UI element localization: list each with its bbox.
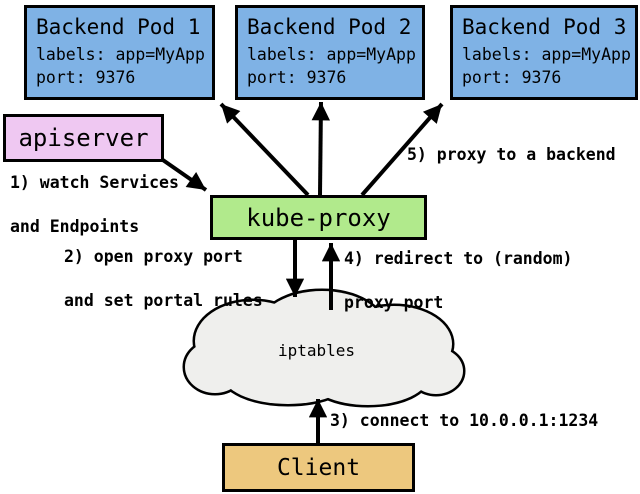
client-box: Client — [222, 443, 415, 492]
kube-proxy-box: kube-proxy — [210, 195, 427, 240]
step-1-line-1: 1) watch Services — [10, 173, 179, 192]
step-1-label: 1) watch Services and Endpoints — [10, 172, 179, 238]
pod-2-port: port: 9376 — [247, 68, 347, 87]
step-4-line-2: proxy port — [344, 293, 444, 312]
pod-1-title: Backend Pod 1 — [36, 15, 201, 39]
step-4-line-1: 4) redirect to (random) — [344, 249, 573, 268]
step-3-line-1: 3) connect to 10.0.0.1:1234 — [330, 411, 599, 430]
backend-pod-3-box: Backend Pod 3 labels: app=MyApp port: 93… — [450, 5, 638, 100]
arrow-apiserver-to-kubeproxy — [158, 156, 208, 192]
arrow-kubeproxy-to-pod2 — [311, 101, 331, 196]
step-2-line-2: and set portal rules — [64, 291, 263, 310]
pod-3-port: port: 9376 — [462, 68, 562, 87]
step-5-line-1: 5) proxy to a backend — [407, 145, 616, 164]
step-2-label: 2) open proxy port and set portal rules — [64, 246, 263, 312]
arrow-kubeproxy-to-pod3 — [360, 102, 444, 197]
client-label: Client — [276, 454, 361, 481]
backend-pod-1-box: Backend Pod 1 labels: app=MyApp port: 93… — [24, 5, 215, 100]
arrow-kubeproxy-to-pod1 — [219, 102, 310, 197]
pod-2-title: Backend Pod 2 — [247, 15, 412, 39]
backend-pod-2-box: Backend Pod 2 labels: app=MyApp port: 93… — [235, 5, 425, 100]
step-5-label: 5) proxy to a backend — [407, 144, 616, 166]
pod-1-labels: labels: app=MyApp — [36, 45, 205, 64]
pod-1-port: port: 9376 — [36, 68, 136, 87]
step-1-line-2: and Endpoints — [10, 217, 140, 236]
pod-2-labels: labels: app=MyApp — [247, 45, 416, 64]
iptables-cloud — [182, 288, 466, 408]
step-4-label: 4) redirect to (random) proxy port — [344, 248, 572, 314]
apiserver-label: apiserver — [18, 124, 149, 152]
iptables-label: iptables — [278, 341, 356, 360]
apiserver-box: apiserver — [3, 114, 164, 162]
step-3-label: 3) connect to 10.0.0.1:1234 — [330, 410, 598, 432]
pod-3-title: Backend Pod 3 — [462, 15, 627, 39]
kube-proxy-label: kube-proxy — [246, 203, 391, 232]
step-2-line-1: 2) open proxy port — [64, 247, 243, 266]
pod-3-labels: labels: app=MyApp — [462, 45, 631, 64]
